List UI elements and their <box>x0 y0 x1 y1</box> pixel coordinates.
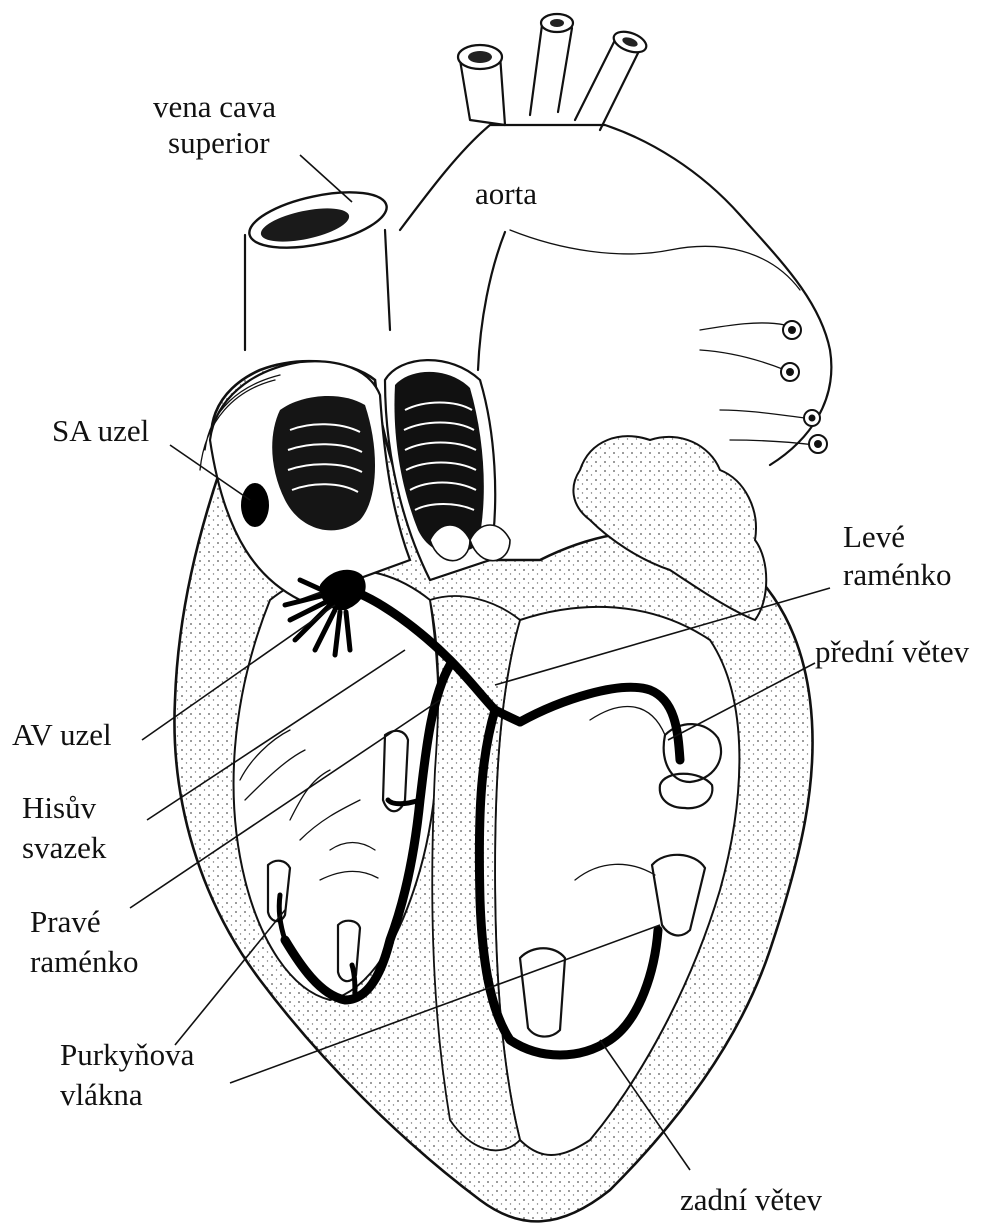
label-hisuv-1: Hisův <box>22 790 97 825</box>
vessel-lumen <box>550 19 564 27</box>
vessel-lumen <box>468 51 492 63</box>
label-prave-2: raménko <box>30 944 138 979</box>
pulmonary-trunk-line <box>510 230 800 290</box>
label-predni-vetev: přední větev <box>815 634 970 669</box>
label-hisuv-2: svazek <box>22 830 107 865</box>
svc-walls <box>245 230 390 350</box>
label-prave-1: Pravé <box>30 904 101 939</box>
label-vena-cava-2: superior <box>168 125 270 160</box>
subclavian-vessel <box>575 40 642 130</box>
label-leve-2: raménko <box>843 557 951 592</box>
label-sa-uzel: SA uzel <box>52 413 149 448</box>
label-purkyne-1: Purkyňova <box>60 1037 195 1072</box>
aorta-inner-edge <box>478 232 505 370</box>
label-aorta: aorta <box>475 176 537 211</box>
sa-node <box>241 483 269 527</box>
label-zadni-vetev: zadní větev <box>680 1182 823 1217</box>
label-purkyne-2: vlákna <box>60 1077 143 1112</box>
carotid-vessel <box>530 25 572 115</box>
label-leve-1: Levé <box>843 519 905 554</box>
label-av-uzel: AV uzel <box>12 717 112 752</box>
label-vena-cava-1: vena cava <box>153 89 276 124</box>
